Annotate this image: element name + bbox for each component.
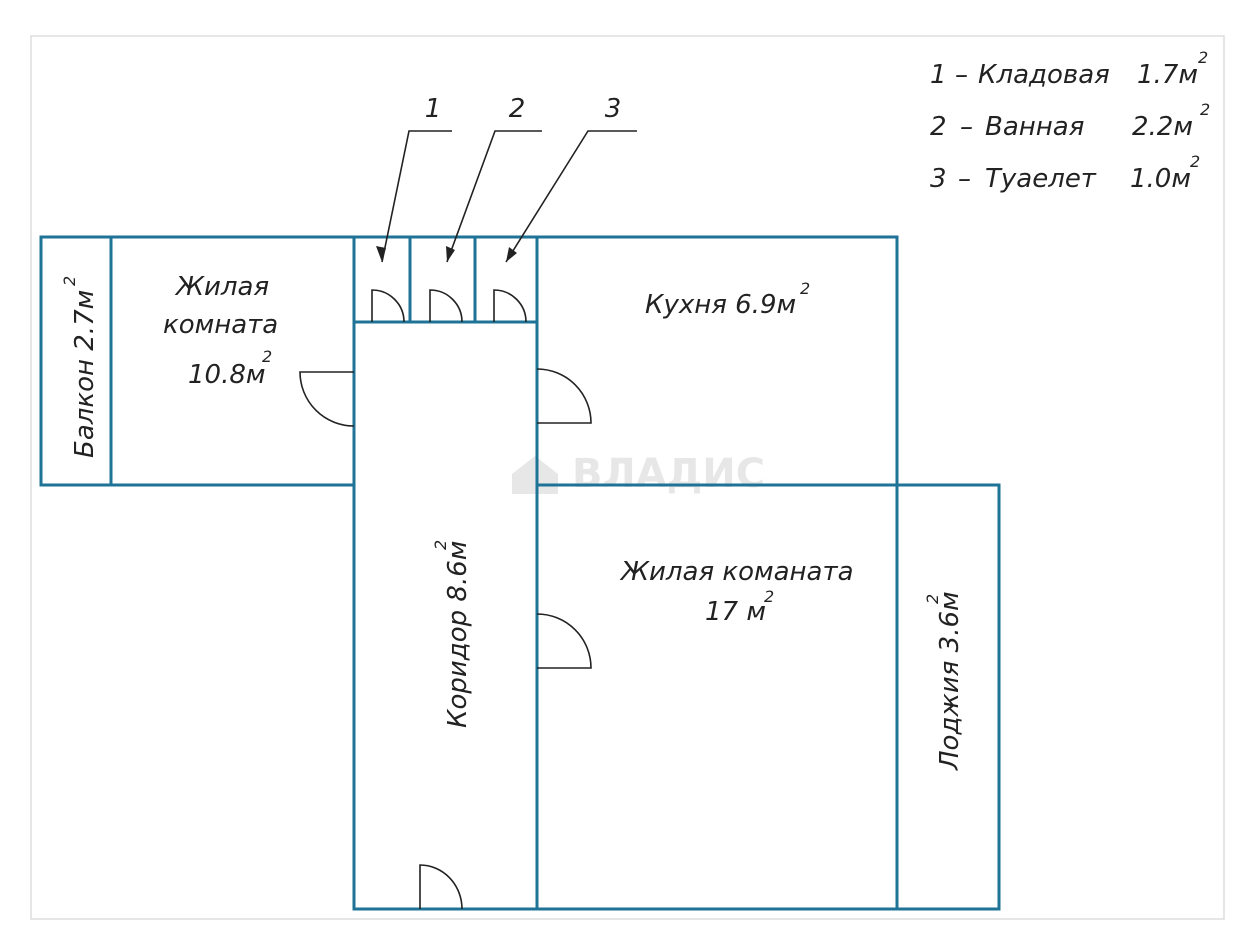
legend-sup: 2 <box>1200 100 1210 119</box>
room-name: Лоджия 3.6м <box>935 591 965 771</box>
door-kitchen <box>536 368 592 424</box>
door-toilet <box>493 289 527 323</box>
legend-name: Ванная <box>985 112 1084 142</box>
room-name: Кухня 6.9м <box>645 290 796 320</box>
door-pantry <box>371 289 405 323</box>
legend-area: 1.0м <box>1130 164 1191 194</box>
callout-number-2: 2 <box>509 94 526 124</box>
callout-leader-3 <box>505 130 637 263</box>
door-bath <box>429 289 463 323</box>
legend-area: 1.7м <box>1137 60 1198 90</box>
walls <box>39 235 1001 911</box>
legend-num: 2 <box>930 112 947 142</box>
legend-dash: – <box>960 112 973 142</box>
room-area-sup: 2 <box>431 540 450 550</box>
loggia-wall <box>895 483 1001 911</box>
room-area-sup: 2 <box>60 276 79 286</box>
door-entrance <box>419 864 463 910</box>
room-area-sup: 2 <box>800 279 810 298</box>
callout-arrow-1 <box>376 246 386 262</box>
room-name: Балкон 2.7м <box>70 290 100 458</box>
watermark: ВЛАДИС <box>512 451 765 497</box>
room-labels: Жилая комната 10.8м 2 Балкон 2.7м 2 Кухн… <box>60 272 965 771</box>
legend-num: 3 <box>930 164 947 194</box>
label-living-room-small: Жилая комната 10.8м 2 <box>163 272 278 390</box>
legend-dash: – <box>955 60 968 90</box>
door-living-large <box>536 613 592 669</box>
callout-arrow-3 <box>506 247 517 262</box>
legend-dash: – <box>958 164 971 194</box>
label-balcony: Балкон 2.7м 2 <box>60 276 100 458</box>
legend: 1 – Кладовая 1.7м 2 2 – Ванная 2.2м 2 3 … <box>930 48 1210 194</box>
callouts: 1 2 3 <box>376 94 637 263</box>
drawing-frame <box>30 35 1225 920</box>
callout-leader-2 <box>446 130 542 263</box>
legend-name: Туаелет <box>985 164 1097 194</box>
room-name: комната <box>163 310 278 340</box>
watermark-house-icon <box>512 456 558 494</box>
callout-number-1: 1 <box>425 94 442 124</box>
legend-sup: 2 <box>1190 152 1200 171</box>
room-area: 10.8м <box>188 360 266 390</box>
callout-leader-1 <box>381 130 452 263</box>
label-loggia: Лоджия 3.6м 2 <box>923 591 965 771</box>
label-living-room-large: Жилая команата 17 м 2 <box>619 557 854 627</box>
legend-row-toilet: 3 – Туаелет 1.0м 2 <box>930 152 1200 194</box>
doors <box>299 289 592 910</box>
legend-sup: 2 <box>1198 48 1208 67</box>
callout-arrow-2 <box>446 246 455 262</box>
room-area: 17 м <box>705 597 766 627</box>
legend-row-pantry: 1 – Кладовая 1.7м 2 <box>930 48 1208 90</box>
living-room-large-wall <box>535 483 899 911</box>
room-area-sup: 2 <box>764 587 774 606</box>
legend-num: 1 <box>930 60 947 90</box>
room-area-sup: 2 <box>262 347 272 366</box>
kitchen-wall <box>535 235 899 487</box>
room-name: Коридор 8.6м <box>443 541 473 728</box>
label-corridor: Коридор 8.6м 2 <box>431 540 473 728</box>
watermark-text: ВЛАДИС <box>572 451 765 497</box>
label-kitchen: Кухня 6.9м 2 <box>645 279 810 320</box>
callout-number-3: 3 <box>605 94 622 124</box>
room-name: Жилая <box>174 272 269 302</box>
door-living-small <box>299 371 355 427</box>
room-area-sup: 2 <box>923 594 942 604</box>
legend-area: 2.2м <box>1132 112 1193 142</box>
room-name: Жилая команата <box>619 557 854 587</box>
legend-row-bath: 2 – Ванная 2.2м 2 <box>930 100 1210 142</box>
legend-name: Кладовая <box>978 60 1110 90</box>
